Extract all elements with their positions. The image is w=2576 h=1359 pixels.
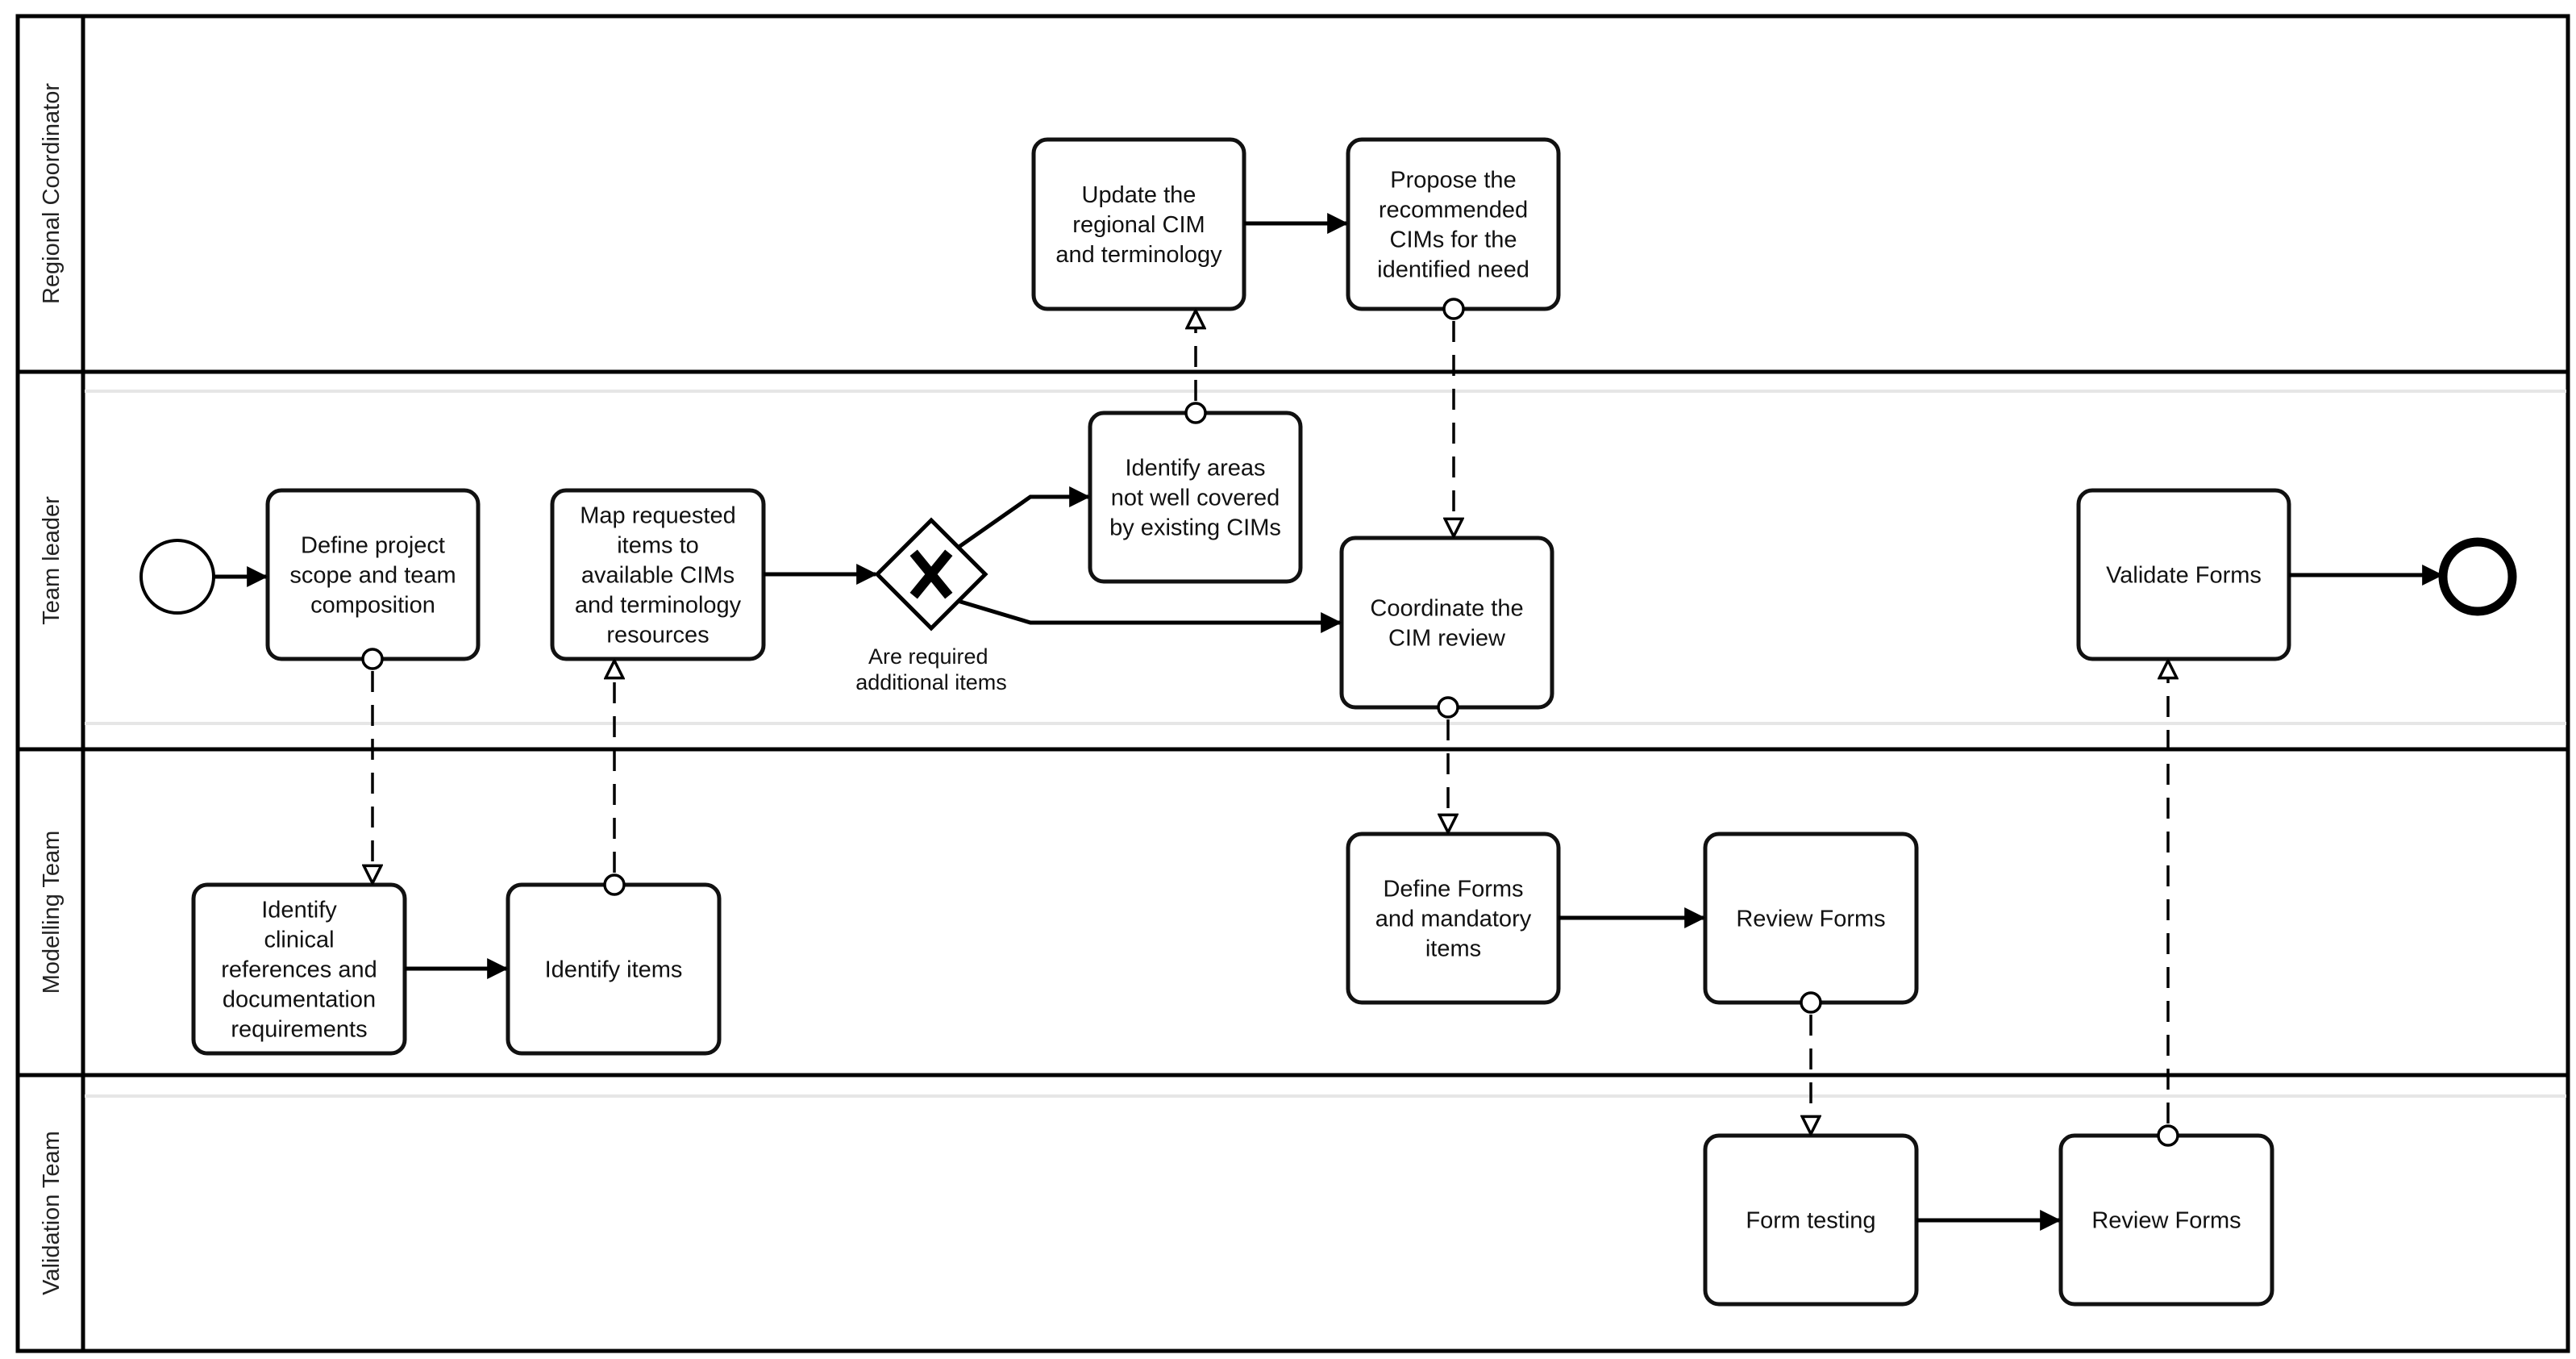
- task-label-line: Identify: [261, 898, 337, 923]
- task-update-regional-cim-label: Update the regional CIM and terminology: [1055, 182, 1222, 268]
- task-label-line: by existing CIMs: [1109, 515, 1281, 541]
- task-label-line: available CIMs: [581, 563, 735, 589]
- task-map-requested-items-label: Map requested items to available CIMs and t…: [575, 503, 742, 648]
- task-propose-recommended-cims[interactable]: [1346, 137, 1561, 311]
- start-event[interactable]: [139, 539, 215, 615]
- task-label-line: items to: [617, 533, 699, 559]
- task-label-line: and mandatory: [1375, 907, 1532, 932]
- flow-gateway-to-identify-areas[interactable]: [956, 486, 1091, 550]
- task-label-line: scope and team: [289, 563, 456, 589]
- task-label-line: Identify areas: [1125, 456, 1265, 481]
- task-identify-areas-label: Identify areas not well covered by existin…: [1109, 456, 1281, 541]
- lane-label-team-leader: Team leader: [39, 496, 65, 625]
- task-label-line: Update the: [1082, 182, 1196, 208]
- task-label-line: and terminology: [575, 593, 742, 619]
- msgflow-origin: [2157, 1124, 2179, 1147]
- msgflow-origin: [1442, 298, 1465, 320]
- task-label-line: resources: [606, 623, 709, 648]
- task-label-line: Form testing: [1746, 1208, 1875, 1234]
- pool: Regional Coordinator Team leader Modelli…: [15, 14, 2570, 1353]
- task-label-line: recommended: [1379, 198, 1528, 223]
- flow-gateway-to-coordinate[interactable]: [957, 598, 1342, 633]
- task-label-line: Coordinate the: [1370, 596, 1523, 622]
- lane-label-validation-team: Validation Team: [39, 1131, 65, 1295]
- task-label-line: regional CIM: [1072, 212, 1205, 238]
- task-label-line: Define project: [301, 533, 445, 559]
- msgflow-origin: [603, 873, 626, 896]
- end-event[interactable]: [2438, 537, 2517, 616]
- task-label-line: CIM review: [1388, 626, 1506, 652]
- task-label-line: composition: [310, 593, 435, 619]
- task-define-project-scope-label: Define project scope and team composition: [289, 533, 456, 619]
- task-review-forms-validation-label: Review Forms: [2091, 1208, 2241, 1234]
- task-label-line: identified need: [1377, 257, 1529, 283]
- task-form-testing-label: Form testing: [1746, 1208, 1875, 1234]
- task-label-line: references and: [221, 957, 377, 983]
- task-label-line: documentation: [223, 987, 376, 1013]
- task-validate-forms-label: Validate Forms: [2106, 563, 2262, 589]
- msgflow-origin: [361, 648, 384, 670]
- lane-label-modelling-team: Modelling Team: [39, 831, 65, 994]
- task-label-line: items: [1425, 936, 1481, 962]
- task-label-line: Validate Forms: [2106, 563, 2262, 589]
- task-label-line: clinical: [264, 928, 334, 953]
- task-identify-clinical-references-label: Identify clinical references and documentat…: [221, 898, 377, 1043]
- gateway-label: Are required additional items: [855, 644, 1007, 694]
- pool-frame: [15, 14, 2570, 1353]
- task-label-line: Review Forms: [2091, 1208, 2241, 1234]
- task-define-forms-label: Define Forms and mandatory items: [1375, 877, 1532, 962]
- task-label-line: and terminology: [1055, 242, 1222, 268]
- task-label-line: Define Forms: [1383, 877, 1523, 903]
- task-label-line: Identify items: [545, 957, 683, 983]
- task-review-forms-modelling-label: Review Forms: [1736, 907, 1885, 932]
- task-label-line: not well covered: [1111, 486, 1280, 511]
- message-flows: [361, 298, 2179, 1147]
- tasks-layer: Define project scope and team composition M…: [191, 137, 2291, 1307]
- msgflow-origin: [1800, 991, 1822, 1014]
- task-identify-items-label: Identify items: [545, 957, 683, 983]
- msgflow-origin: [1184, 402, 1207, 424]
- task-coordinate-cim-review[interactable]: [1339, 536, 1554, 710]
- task-label-line: Propose the: [1390, 168, 1516, 194]
- task-label-line: CIMs for the: [1390, 227, 1517, 253]
- gateway-x-mark-2: [909, 549, 953, 599]
- task-label-line: Review Forms: [1736, 907, 1885, 932]
- msgflow-origin: [1437, 696, 1459, 719]
- task-label-line: requirements: [231, 1017, 367, 1043]
- task-label-line: Map requested: [580, 503, 735, 529]
- sequence-flows: [214, 213, 2444, 1231]
- lane-label-regional-coordinator: Regional Coordinator: [39, 83, 65, 304]
